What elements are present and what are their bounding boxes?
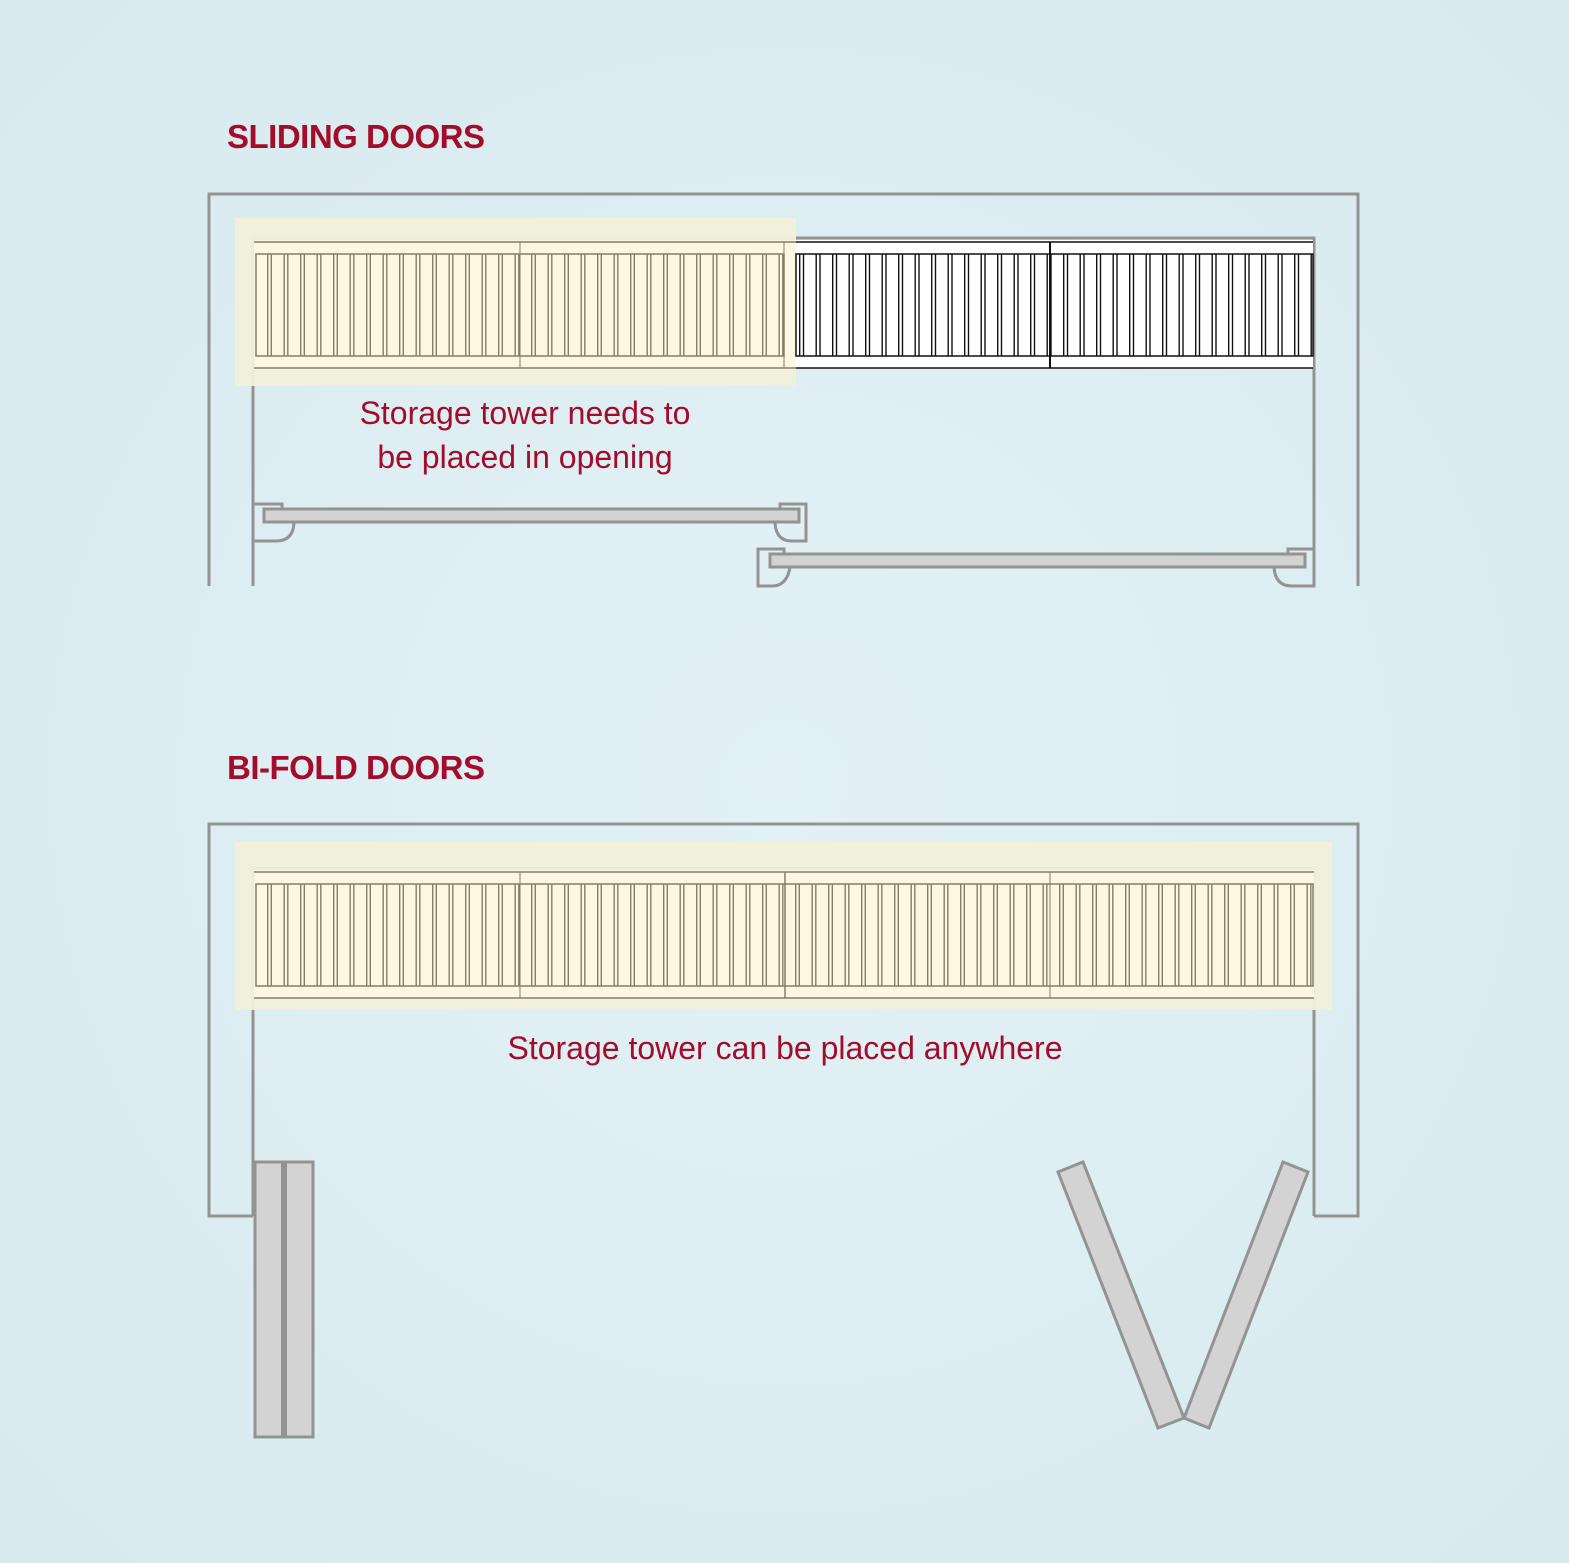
- bifold-doors-diagram: [207, 822, 1360, 1439]
- closet-outer-wall: [207, 192, 1360, 586]
- sliding-door-front: [254, 502, 808, 543]
- caption-line-1: Storage tower needs to: [359, 395, 691, 431]
- closet-outer-wall: [207, 822, 1360, 1218]
- bifold-doors-caption: Storage tower can be placed anywhere: [420, 1026, 1150, 1070]
- bifold-door-right-open: [1056, 1160, 1310, 1430]
- bifold-door-left-folded: [253, 1160, 315, 1439]
- sliding-doors-caption: Storage tower needs to be placed in open…: [300, 391, 750, 479]
- sliding-door-back: [756, 547, 1316, 588]
- shelf-units-highlighted: [254, 240, 796, 370]
- sliding-doors-title: SLIDING DOORS: [227, 118, 485, 155]
- caption-line-2: be placed in opening: [377, 439, 673, 475]
- sliding-doors-diagram: [207, 192, 1360, 588]
- shelf-units-highlighted: [254, 870, 1314, 999]
- shelf-units-unhighlighted: [795, 240, 1314, 369]
- caption-line-1: Storage tower can be placed anywhere: [507, 1030, 1063, 1066]
- bifold-doors-title: BI-FOLD DOORS: [227, 749, 485, 786]
